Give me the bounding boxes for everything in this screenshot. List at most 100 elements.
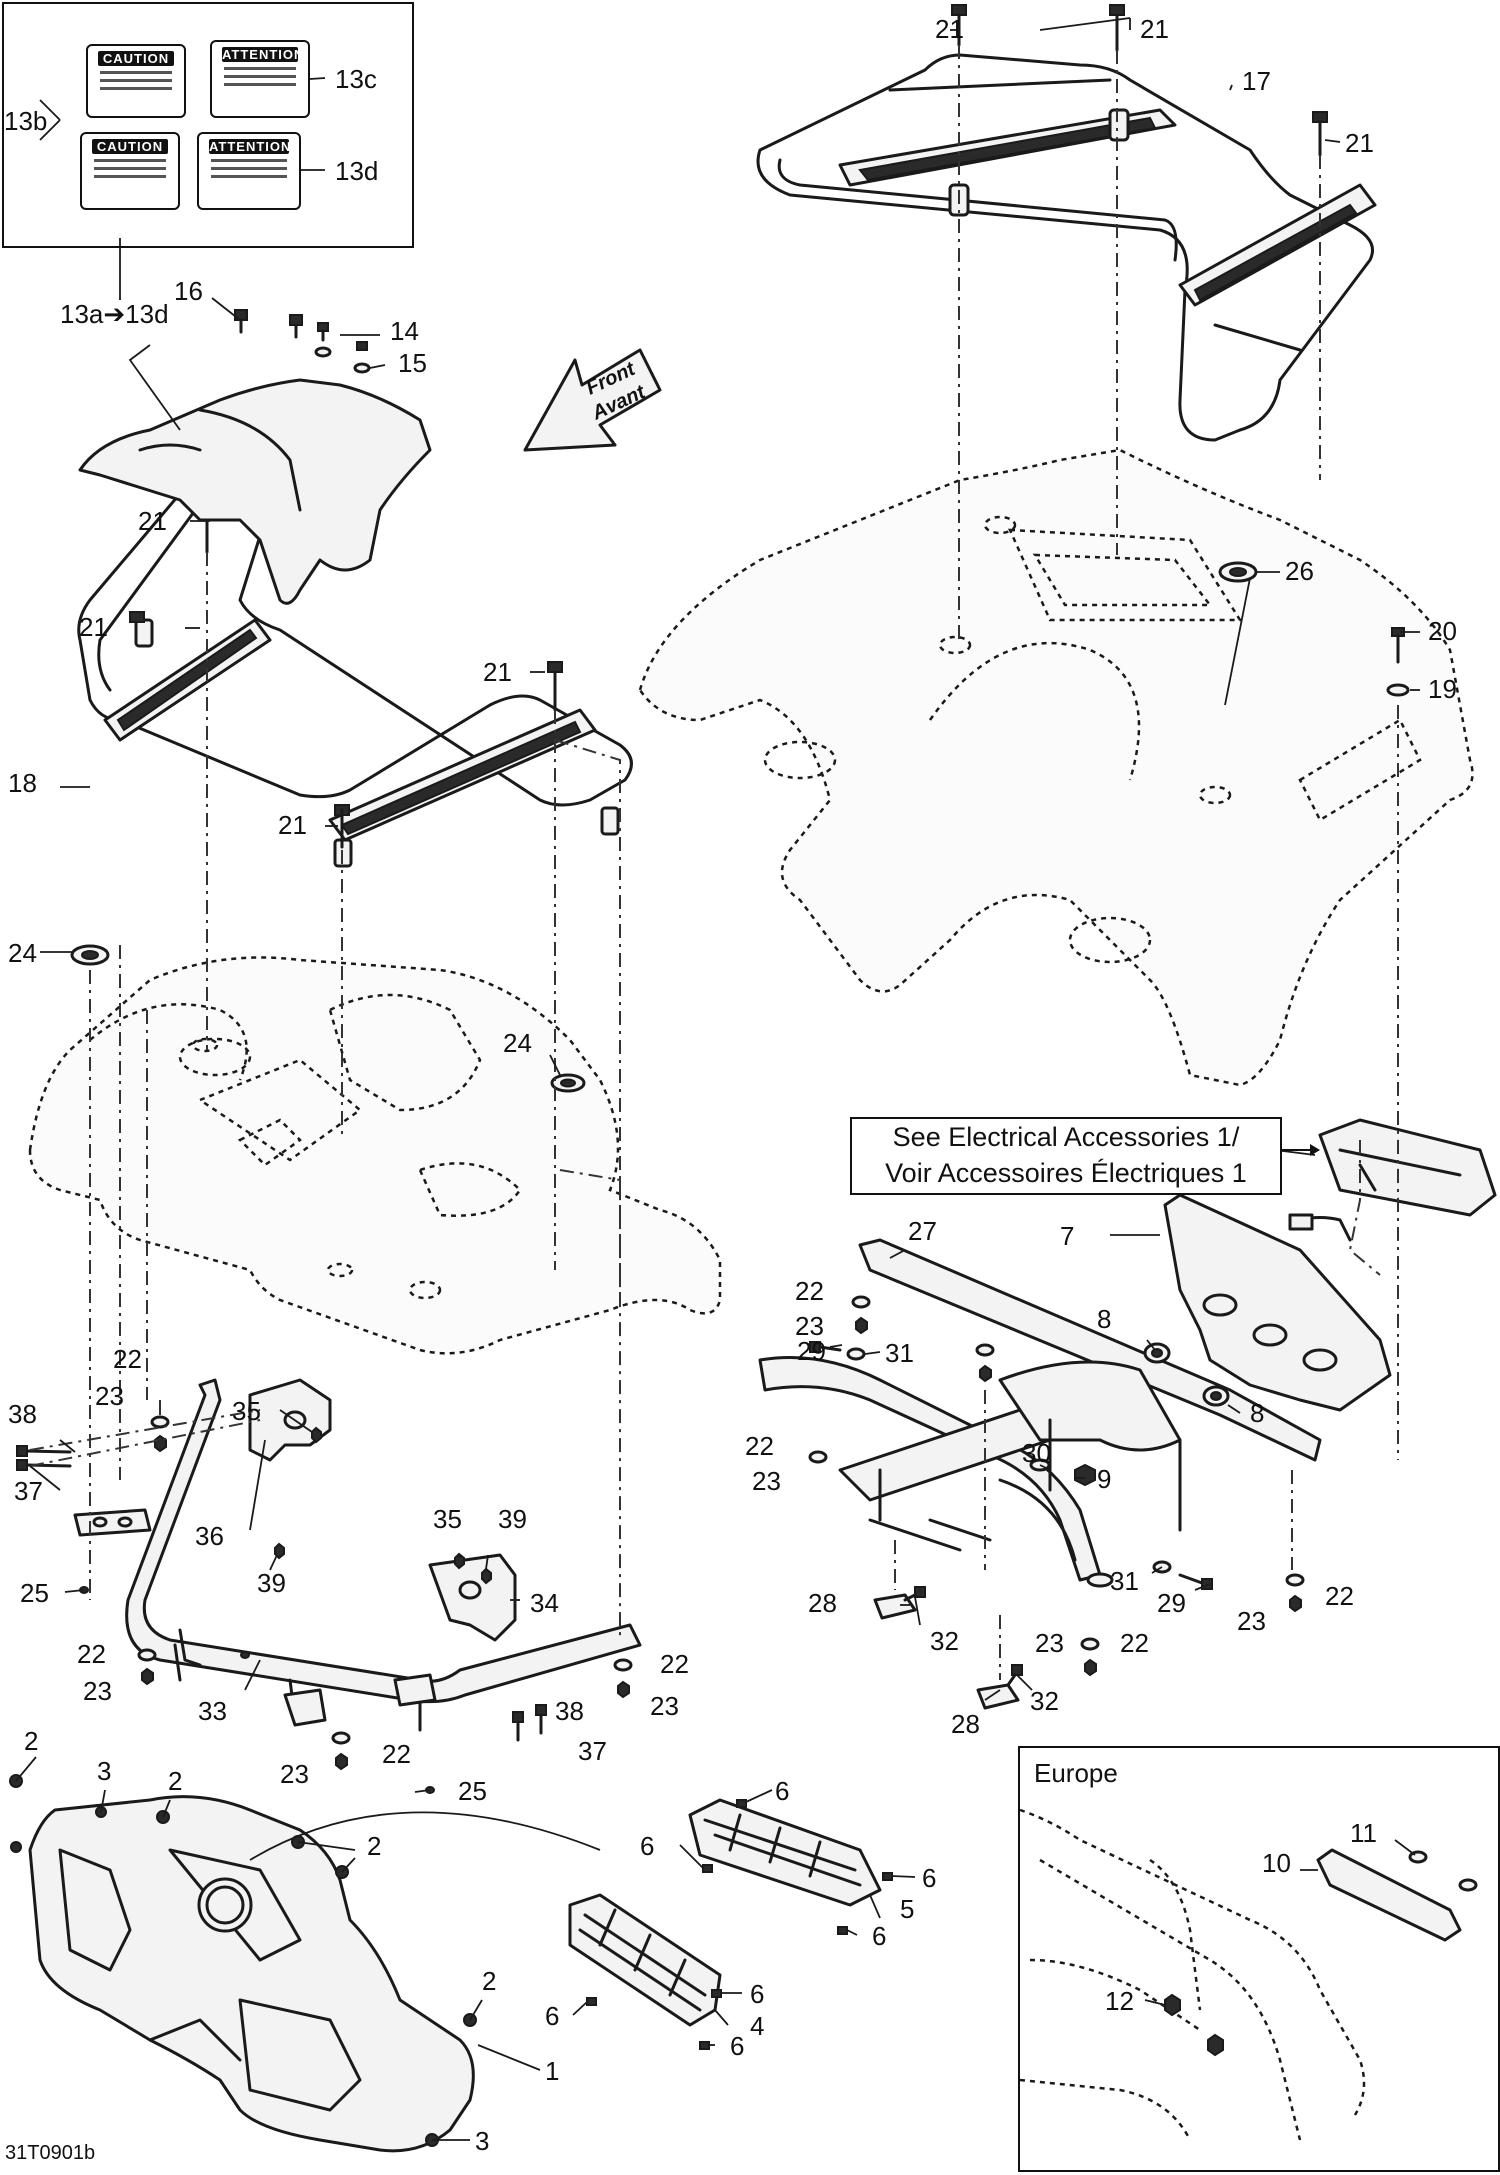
callout-2: 2 [168, 1766, 182, 1796]
grille-part-5[interactable] [688, 1798, 882, 1907]
decal-13d: ATTENTION [197, 132, 301, 210]
callout-10: 10 [1262, 1848, 1291, 1878]
bolt-part-38[interactable] [16, 1445, 547, 1735]
callout-23: 23 [280, 1759, 309, 1789]
callout-33: 33 [198, 1696, 227, 1726]
callout-36: 36 [195, 1521, 224, 1551]
callout-7: 7 [1060, 1221, 1074, 1251]
rear-rack-part-17[interactable] [756, 53, 1377, 442]
bracket-part-34[interactable] [428, 1553, 517, 1642]
nut-part-39[interactable] [274, 1542, 492, 1585]
nut-part-23[interactable] [141, 1316, 1302, 1771]
decal-text-line [100, 87, 172, 90]
nut-part-35[interactable] [311, 1426, 465, 1570]
callout-23: 23 [795, 1311, 824, 1341]
callout-25: 25 [458, 1776, 487, 1806]
callout-39: 39 [257, 1568, 286, 1598]
europe-inset-title: Europe [1034, 1758, 1118, 1788]
nut-part-9[interactable] [1074, 1463, 1096, 1487]
decal-text-line [94, 159, 166, 162]
tail-light-assembly[interactable] [1288, 1118, 1497, 1242]
callout-2: 2 [482, 1966, 496, 1996]
decal-13b-title: CAUTION [92, 139, 168, 154]
callout-5: 5 [900, 1894, 914, 1924]
callout-1: 1 [545, 2056, 559, 2086]
decal-13a-title: CAUTION [98, 51, 174, 66]
plate-part-10[interactable] [1316, 1848, 1462, 1942]
callout-16: 16 [174, 276, 203, 306]
callout-21: 21 [1140, 14, 1169, 44]
electrical-accessories-reference-box[interactable]: See Electrical Accessories 1/ Voir Acces… [850, 1117, 1282, 1195]
front-bumper-part-1[interactable] [28, 1795, 475, 2153]
callout-28: 28 [951, 1709, 980, 1739]
callout-22: 22 [1325, 1581, 1354, 1611]
callout-20: 20 [1428, 616, 1457, 646]
plug-part-24[interactable] [70, 944, 586, 1093]
callout-31: 31 [885, 1338, 914, 1368]
reference-line-2: Voir Accessoires Électriques 1 [885, 1158, 1247, 1188]
callout-22: 22 [1120, 1628, 1149, 1658]
callout-35: 35 [232, 1396, 261, 1426]
callout-2: 2 [367, 1831, 381, 1861]
callout-21: 21 [278, 810, 307, 840]
callout-39: 39 [498, 1504, 527, 1534]
callout-6: 6 [545, 2001, 559, 2031]
callout-28: 28 [808, 1588, 837, 1618]
callout-23: 23 [95, 1381, 124, 1411]
callout-19: 19 [1428, 674, 1457, 704]
callout-22: 22 [77, 1639, 106, 1669]
washer-part-19[interactable] [1386, 683, 1410, 697]
decal-text-line [224, 67, 296, 70]
decal-text-line [211, 167, 287, 170]
callout-11: 11 [1350, 1818, 1377, 1848]
decal-text-line [100, 79, 172, 82]
callout-leaders [15, 17, 1420, 2141]
reference-line-1: See Electrical Accessories 1/ [892, 1122, 1240, 1152]
washer-part-15[interactable] [314, 346, 371, 374]
callout-8: 8 [1250, 1398, 1264, 1428]
screw-part-14[interactable] [317, 322, 368, 351]
front-upper-panel[interactable] [78, 378, 432, 605]
europe-frame-detail [1019, 1808, 1366, 2141]
bracket-part-36[interactable] [248, 1378, 332, 1462]
callout-6: 6 [750, 1979, 764, 2009]
callout-21: 21 [1345, 128, 1374, 158]
rear-support-part-27[interactable] [758, 1238, 1322, 1588]
callout-37: 37 [578, 1736, 607, 1766]
decal-inset-frame [2, 2, 414, 248]
bolt-part-29[interactable] [809, 1341, 1213, 1590]
part-callouts: 13b 13c 13d 13a➔13d 16 14 15 21 21 21 21… [4, 14, 1457, 2156]
license-bracket-part-7[interactable] [1163, 1193, 1392, 1412]
decal-text-line [94, 167, 166, 170]
front-support-part-33[interactable] [125, 1378, 642, 1732]
nut-part-12[interactable] [1164, 1993, 1224, 2057]
clip-part-6[interactable] [586, 1799, 893, 2050]
callout-24: 24 [8, 938, 37, 968]
callout-6: 6 [730, 2031, 744, 2061]
callout-6: 6 [872, 1921, 886, 1951]
callout-12: 12 [1105, 1986, 1134, 2016]
callout-23: 23 [752, 1466, 781, 1496]
callout-29: 29 [797, 1336, 826, 1366]
bracket-left-part[interactable] [73, 1508, 152, 1537]
callout-15: 15 [398, 348, 427, 378]
callout-18: 18 [8, 768, 37, 798]
rear-fender-body [638, 448, 1474, 1087]
callout-37: 37 [14, 1476, 43, 1506]
grille-part-4[interactable] [568, 1893, 722, 2027]
callout-21: 21 [935, 14, 964, 44]
callout-21: 21 [483, 657, 512, 687]
callout-29: 29 [1157, 1588, 1186, 1618]
callout-24: 24 [503, 1028, 532, 1058]
washer-part-22[interactable] [137, 1295, 1305, 1745]
bolt-part-32[interactable] [903, 1586, 1023, 1687]
callout-35: 35 [433, 1504, 462, 1534]
callout-6: 6 [922, 1863, 936, 1893]
decal-13a: CAUTION [86, 44, 186, 118]
callout-21: 21 [138, 506, 167, 536]
callout-22: 22 [113, 1344, 142, 1374]
rivet-part-16[interactable] [234, 309, 303, 339]
grommet-part-8[interactable] [1143, 1342, 1230, 1407]
